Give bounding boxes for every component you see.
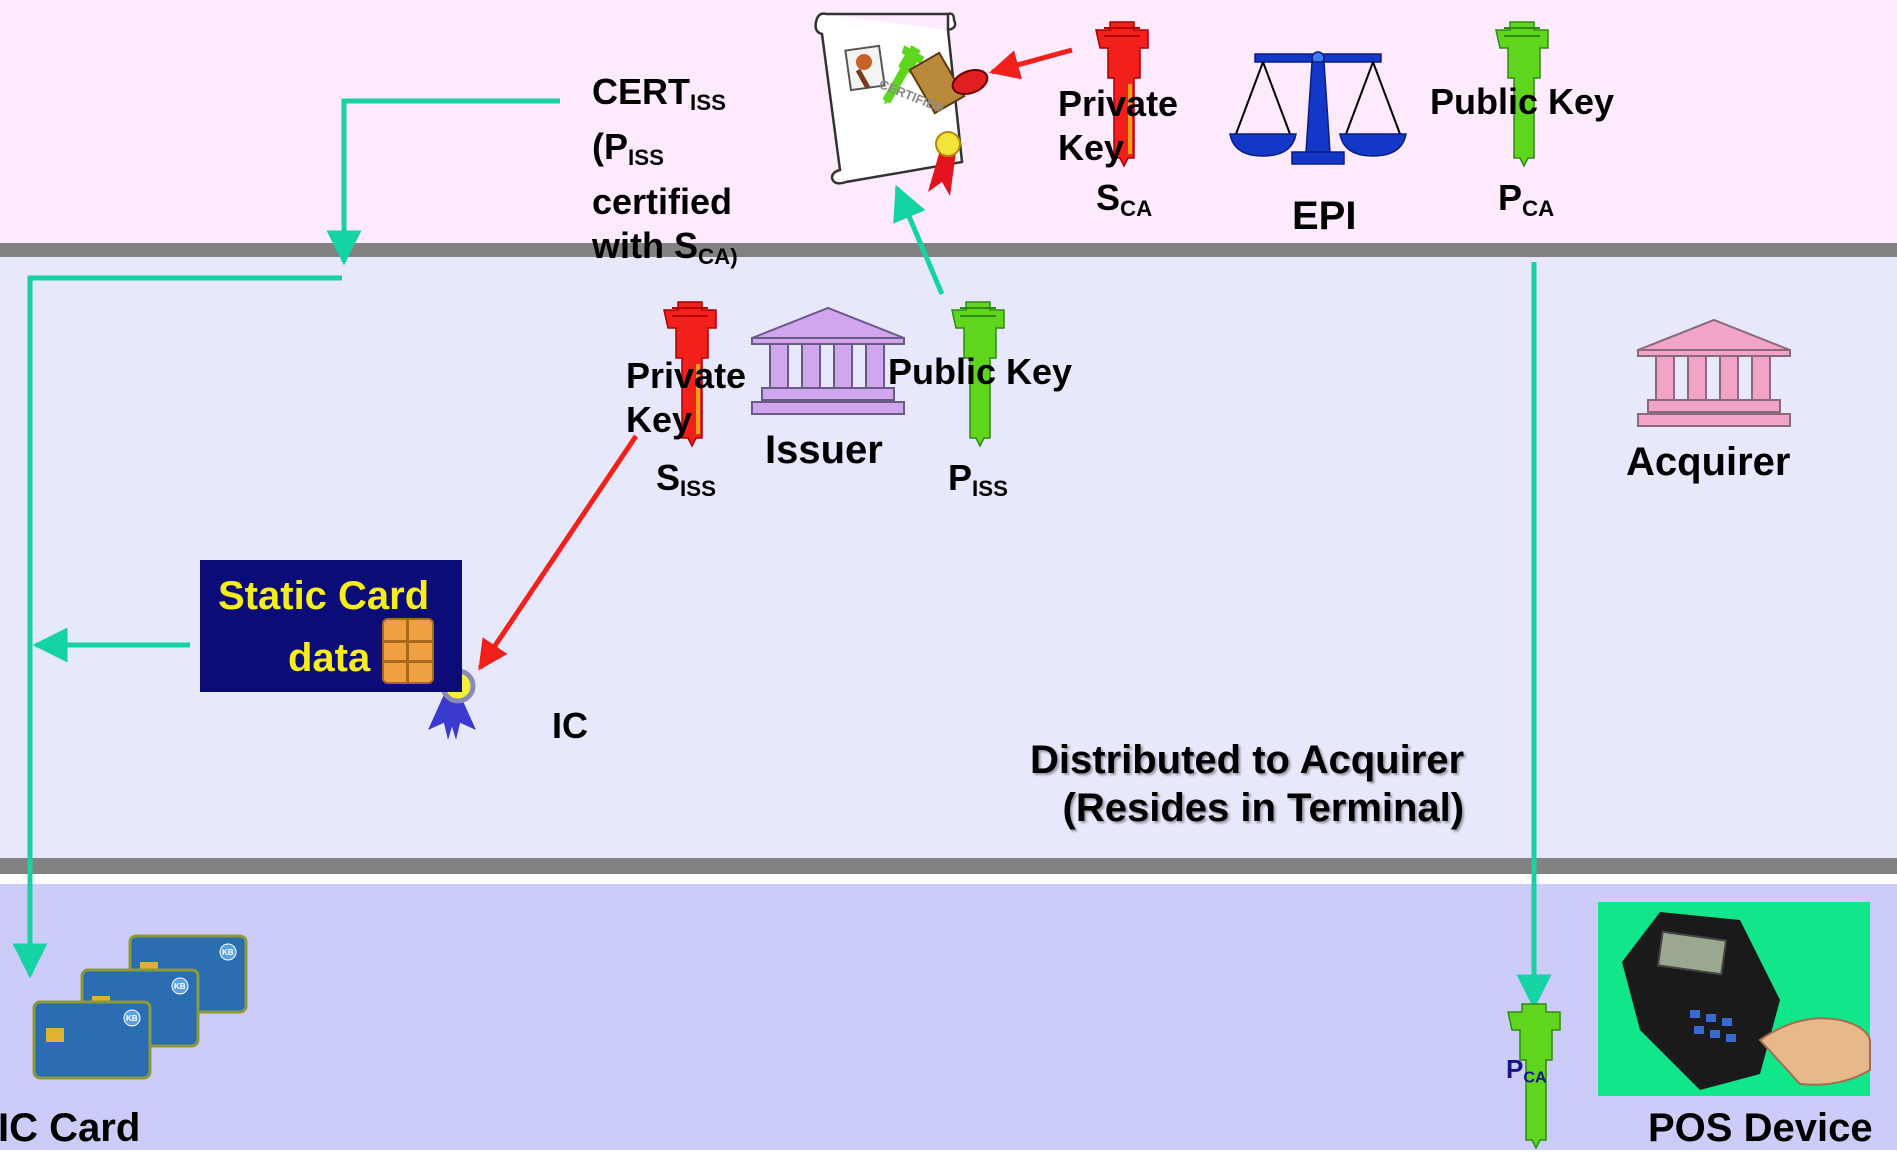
pos-device-label: POS Device [1648, 1106, 1873, 1150]
distributed-line-2: (Resides in Terminal) [1062, 786, 1465, 830]
terminal-pca-key-symbol: PCA [1506, 1054, 1547, 1087]
cert-line-2: (PISS [592, 126, 664, 171]
ca-private-key-icon [1095, 21, 1149, 167]
ca-public-key-icon [1495, 21, 1549, 167]
acquirer-label: Acquirer [1626, 440, 1791, 484]
svg-text:KB: KB [222, 948, 234, 957]
issuer-private-key-label: Private Key [626, 355, 747, 440]
issuer-private-key-icon [663, 301, 717, 447]
ic-card-label: IC Card [0, 1106, 141, 1150]
ic-card: KB [32, 1000, 152, 1080]
epi-scales-icon [1229, 51, 1407, 165]
cert-iss-label: CERTISS (PISS certified with SCA) [592, 70, 738, 280]
cert-line-3: certified [592, 181, 733, 223]
svg-text:KB: KB [126, 1014, 138, 1023]
ca-public-key-symbol: PCA [1498, 177, 1555, 222]
cert-flow-line [12, 98, 560, 979]
signing-arrow-issuer [477, 434, 639, 671]
card-zone-band [0, 884, 1897, 1150]
issuer-public-key-symbol: PISS [948, 457, 1008, 502]
issuer-zone-divider [0, 858, 1897, 874]
issuer-public-key-to-cert-arrow [893, 184, 945, 295]
epi-label: EPI [1292, 194, 1357, 238]
ca-private-key-symbol: SCA [1096, 177, 1153, 222]
issuer-public-key-label: Public Key [888, 351, 1073, 392]
distributed-note: Distributed to Acquirer (Resides in Term… [1030, 736, 1464, 832]
ic-card-stack-icon: KB KB KB [32, 934, 248, 1080]
ca-zone-divider [0, 243, 1897, 257]
acquirer-building-icon [1637, 318, 1791, 427]
issuer-private-key-symbol: SISS [656, 457, 716, 502]
chip-icon [382, 618, 434, 684]
ca-private-key-label: Private Key [1058, 83, 1179, 168]
pos-device-icon [1598, 902, 1871, 1096]
issuer-building-icon [751, 306, 905, 415]
cert-line-1: CERTISS [592, 71, 726, 116]
cert-line-4: with SCA) [592, 225, 738, 270]
static-card-data-line1: Static Card [218, 574, 430, 618]
issuer-public-key-icon [951, 301, 1005, 447]
static-card-data-box: Static Card data [200, 560, 462, 692]
certificate-scroll-icon: CERTIFIED [814, 12, 989, 196]
issuer-label: Issuer [765, 428, 883, 472]
signing-arrow-ca [989, 47, 1073, 80]
ic-label: IC [552, 705, 588, 746]
white-gap [0, 874, 1897, 884]
distributed-line-1: Distributed to Acquirer [1030, 738, 1465, 782]
ca-public-key-label: Public Key [1430, 81, 1615, 122]
svg-text:KB: KB [174, 982, 186, 991]
issuer-zone-band [0, 257, 1897, 858]
static-card-data-line2: data [288, 636, 371, 680]
